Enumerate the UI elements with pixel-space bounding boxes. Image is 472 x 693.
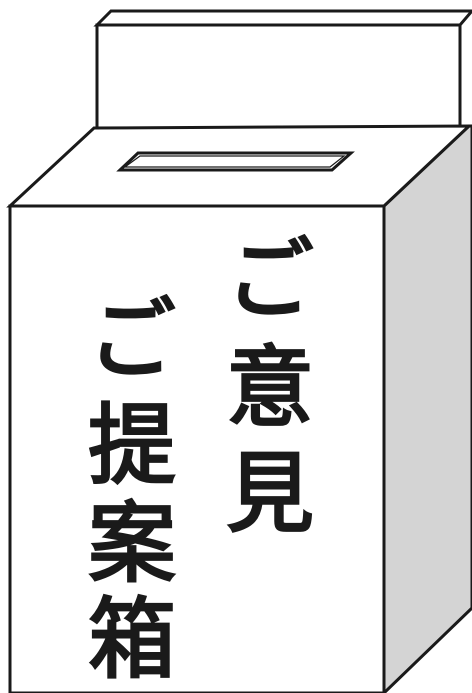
opinion-char-3: 見 [226,442,314,545]
back-board [93,9,472,130]
proposal-char-3: 案 [88,492,177,595]
proposal-char-4: 箱 [88,588,176,691]
back-board-face [95,23,462,130]
opinion-char-2: 意 [226,336,314,439]
back-board-top [93,9,472,27]
box-slot-inner [123,155,346,168]
box-slot [116,151,355,172]
box-side-panel [382,124,472,693]
proposal-char-2: 提 [88,394,176,497]
opinion-label: ご 意 見 [226,228,314,545]
opinion-char-1: ご [226,228,314,331]
proposal-label: ご 提 案 箱 [88,288,177,691]
box-front-panel [8,204,386,693]
proposal-char-1: ご [88,288,176,391]
